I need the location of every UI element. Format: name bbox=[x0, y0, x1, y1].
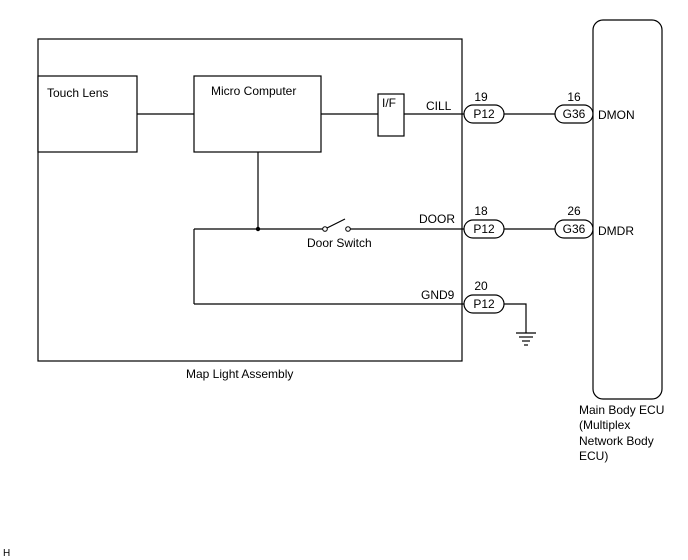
door-switch-contact-left bbox=[322, 226, 328, 232]
connector-p12-door-pin: 18 bbox=[474, 204, 488, 218]
footer-mark: H bbox=[3, 548, 10, 559]
ecu-label-line-3: Network Body bbox=[579, 434, 654, 448]
connector-p12-gnd-pin: 20 bbox=[474, 279, 488, 293]
ground-icon bbox=[516, 332, 536, 346]
micro-computer-label: Micro Computer bbox=[211, 84, 296, 98]
micro-computer-block bbox=[193, 75, 322, 153]
signal-door-label: DOOR bbox=[419, 212, 455, 226]
connector-g36-dmon-id: G36 bbox=[563, 107, 586, 121]
ecu-signal-dmon-label: DMON bbox=[598, 108, 635, 122]
main-body-ecu-box bbox=[592, 19, 663, 400]
ecu-signal-dmdr-label: DMDR bbox=[598, 224, 634, 238]
ecu-label-line-1: Main Body ECU bbox=[579, 403, 664, 417]
wire-gnd-to-ground bbox=[504, 303, 527, 333]
ecu-label-line-4: ECU) bbox=[579, 449, 608, 463]
assembly-label: Map Light Assembly bbox=[186, 367, 293, 381]
connector-g36-dmon-pin: 16 bbox=[567, 90, 581, 104]
signal-gnd-label: GND9 bbox=[421, 288, 455, 302]
touch-lens-label: Touch Lens bbox=[47, 86, 108, 100]
interface-block bbox=[377, 93, 405, 137]
ecu-label-line-2: (Multiplex bbox=[579, 418, 630, 432]
connector-g36-dmdr-id: G36 bbox=[563, 222, 586, 236]
connector-p12-gnd-id: P12 bbox=[473, 297, 495, 311]
connector-p12-door-id: P12 bbox=[473, 222, 495, 236]
touch-lens-block bbox=[37, 75, 138, 153]
connector-g36-dmdr-pin: 26 bbox=[567, 204, 581, 218]
door-switch-blade bbox=[326, 218, 346, 229]
signal-cill-label: CILL bbox=[426, 99, 452, 113]
interface-label: I/F bbox=[382, 96, 396, 110]
connector-p12-cill-pin: 19 bbox=[474, 90, 488, 104]
connector-p12-cill-id: P12 bbox=[473, 107, 495, 121]
door-switch-label: Door Switch bbox=[307, 236, 372, 250]
door-switch-contact-right bbox=[345, 226, 351, 232]
